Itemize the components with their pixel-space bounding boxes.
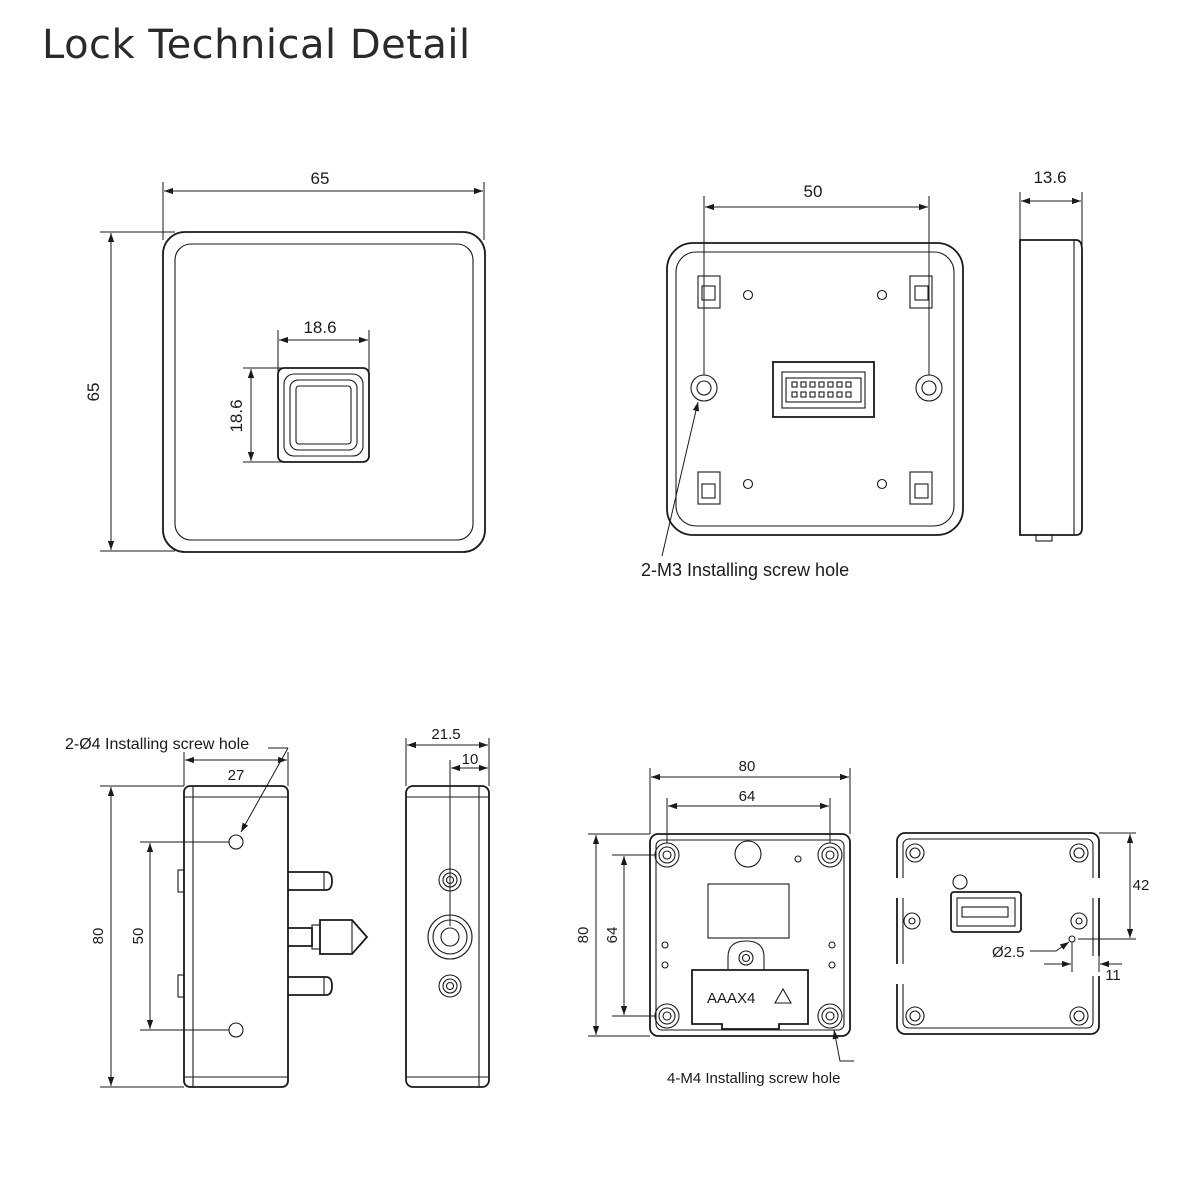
screw-hole-right [915, 374, 943, 402]
lock-side-view: 27 80 50 2-Ø4 Installing screw hole [65, 736, 369, 1088]
lock-back-view: AAAX4 80 64 80 64 4-M4 Installing screw … [575, 758, 854, 1087]
card-slot [950, 891, 1022, 933]
keypad-depth-label: 13.6 [1033, 168, 1066, 187]
lock-back-width-label: 80 [739, 758, 756, 775]
lock-offset-label: 10 [462, 751, 479, 768]
lock-screw-hole-label: 2-Ø4 Installing screw hole [65, 736, 249, 753]
keypad-button [277, 367, 370, 463]
lock-height-label: 80 [90, 928, 107, 945]
keypad-height-label: 65 [84, 383, 103, 402]
button-width-label: 18.6 [303, 318, 336, 337]
warning-triangle-icon [774, 987, 792, 1004]
connector [772, 361, 875, 418]
lock-hole-spacing-label: 50 [130, 928, 147, 945]
screw-hole-left [690, 374, 718, 402]
lock-screw-hole-bottom [228, 1022, 244, 1038]
keypad-width-label: 65 [311, 169, 330, 188]
lock-screw-hole-top [228, 834, 244, 850]
lock-depth-label: 21.5 [431, 726, 460, 743]
lock-width-label: 27 [228, 767, 245, 784]
lock-back-height-label: 80 [575, 927, 592, 944]
lock-back-hole-spacing-y-label: 64 [604, 927, 621, 944]
lock-front-offset-y-label: 42 [1133, 877, 1150, 894]
lock-front-hole-diameter-label: Ø2.5 [992, 944, 1025, 961]
lock-front-offset-x-label: 11 [1105, 967, 1121, 984]
keypad-back-view: 50 2-M3 Installing screw hole [641, 182, 964, 580]
lock-back-screw-hole-label: 4-M4 Installing screw hole [667, 1070, 840, 1087]
page-title: Lock Technical Detail [42, 22, 471, 68]
battery-label: AAAX4 [707, 990, 755, 1007]
lock-end-view: 21.5 10 [405, 726, 490, 1088]
keypad-hole-spacing-label: 50 [804, 182, 823, 201]
button-height-label: 18.6 [227, 399, 246, 432]
mounting-holes [654, 842, 843, 1029]
keypad-side-view: 13.6 [1019, 168, 1083, 542]
lock-front-view: 42 11 Ø2.5 [890, 832, 1150, 1035]
battery-cover [691, 969, 809, 1030]
lock-back-hole-spacing-x-label: 64 [739, 788, 756, 805]
keypad-front-view: 65 65 18.6 18.6 [84, 169, 486, 553]
keypad-screw-hole-label: 2-M3 Installing screw hole [641, 560, 849, 580]
